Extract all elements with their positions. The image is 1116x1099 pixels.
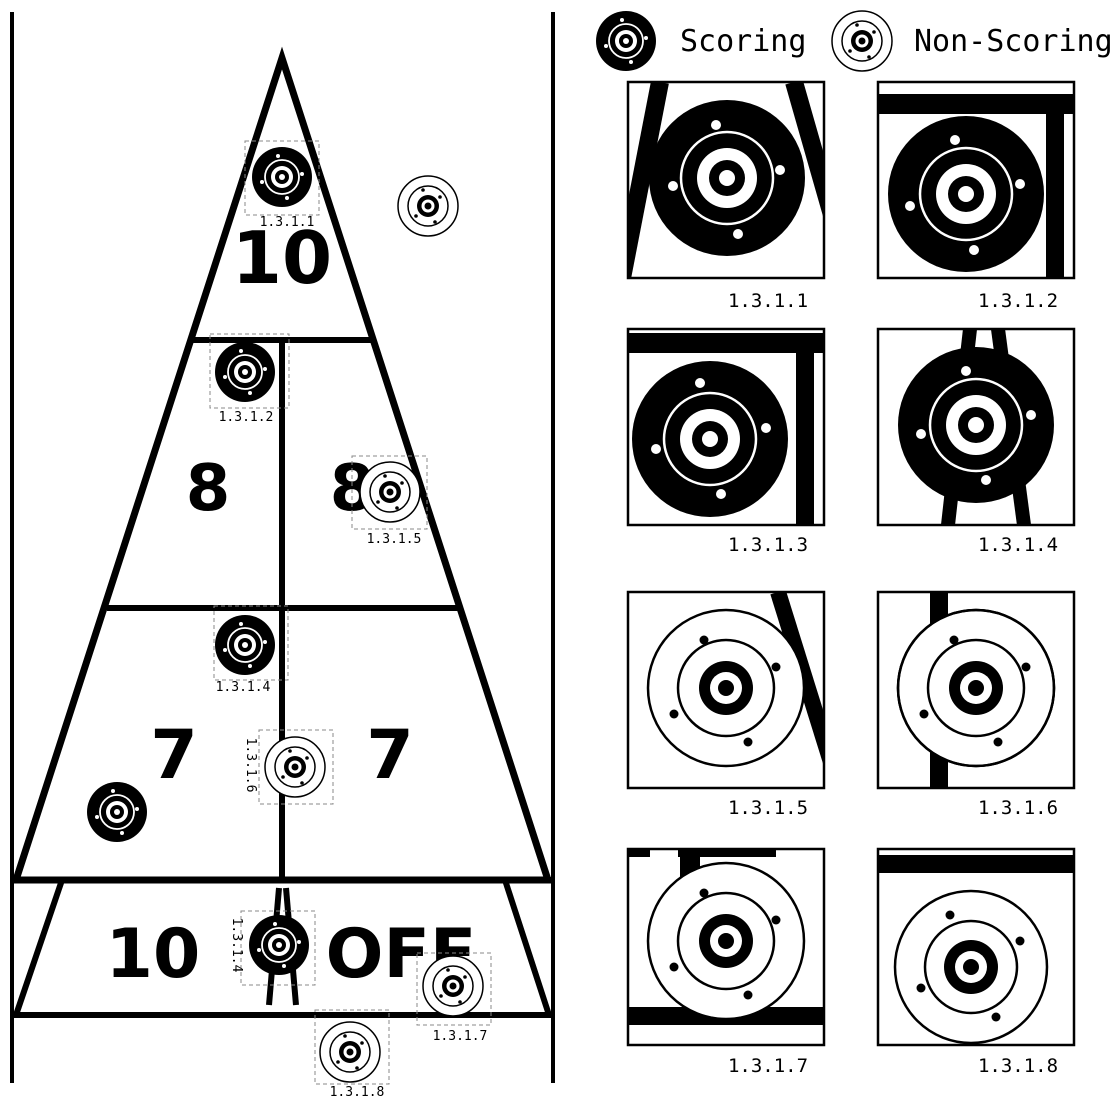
non-scoring-puck-icon xyxy=(832,11,892,71)
panel-1-3-1-2: 1.3.1.2 xyxy=(878,82,1074,312)
off-zone-left xyxy=(16,880,62,1015)
panel-1-3-1-3: 1.3.1.3 xyxy=(628,329,824,556)
panel-label-8: 1.3.1.8 xyxy=(978,1055,1058,1077)
panel-label-1: 1.3.1.1 xyxy=(728,290,808,312)
panel-1-3-1-5: 1.3.1.5 xyxy=(628,592,834,819)
puck-tag-8: 1.3.1.8 xyxy=(330,1085,385,1099)
court: 10 8 8 7 7 10 OFF 1.3.1.1 1.3.1.2 1.3.1.… xyxy=(12,12,553,1099)
puck-tag-5: 1.3.1.5 xyxy=(367,532,422,547)
off-zone-right xyxy=(505,880,549,1015)
court-puck-free-left xyxy=(87,782,147,842)
puck-tag-7: 1.3.1.7 xyxy=(433,1029,488,1044)
panel-label-3: 1.3.1.3 xyxy=(728,534,808,556)
panel-1-3-1-7: 1.3.1.7 xyxy=(628,849,824,1077)
court-puck-6: 1.3.1.6 xyxy=(243,730,333,804)
court-puck-4: 1.3.1.4 xyxy=(214,606,288,695)
panel-1-3-1-8: 1.3.1.8 xyxy=(878,849,1074,1077)
panel-label-5: 1.3.1.5 xyxy=(728,797,808,819)
zone-10-off-value: 10 xyxy=(106,915,201,994)
panel-label-4: 1.3.1.4 xyxy=(978,534,1058,556)
scoring-puck-icon xyxy=(596,11,656,71)
panel-label-6: 1.3.1.6 xyxy=(978,797,1058,819)
court-puck-4b: 1.3.1.4 xyxy=(229,911,315,985)
puck-tag-4b: 1.3.1.4 xyxy=(229,918,244,973)
court-puck-8: 1.3.1.8 xyxy=(315,1010,389,1099)
panel-1-3-1-6: 1.3.1.6 xyxy=(878,592,1074,819)
panel-1-3-1-4: 1.3.1.4 xyxy=(878,329,1074,556)
panel-label-7: 1.3.1.7 xyxy=(728,1055,808,1077)
zone-8-left-label: 8 xyxy=(186,452,231,526)
court-puck-free-top xyxy=(398,176,458,236)
zone-7-left-label: 7 xyxy=(150,716,197,795)
panel-label-2: 1.3.1.2 xyxy=(978,290,1058,312)
legend: Scoring Non-Scoring xyxy=(596,11,1113,71)
court-puck-2: 1.3.1.2 xyxy=(210,334,289,425)
panel-1-3-1-1: 1.3.1.1 xyxy=(622,82,834,312)
legend-non-scoring-label: Non-Scoring xyxy=(914,24,1113,59)
puck-tag-1: 1.3.1.1 xyxy=(260,215,315,230)
puck-tag-6: 1.3.1.6 xyxy=(243,738,258,793)
puck-tag-4: 1.3.1.4 xyxy=(216,680,271,695)
legend-scoring-label: Scoring xyxy=(680,24,806,59)
zone-7-right-label: 7 xyxy=(366,716,413,795)
puck-tag-2: 1.3.1.2 xyxy=(219,410,274,425)
